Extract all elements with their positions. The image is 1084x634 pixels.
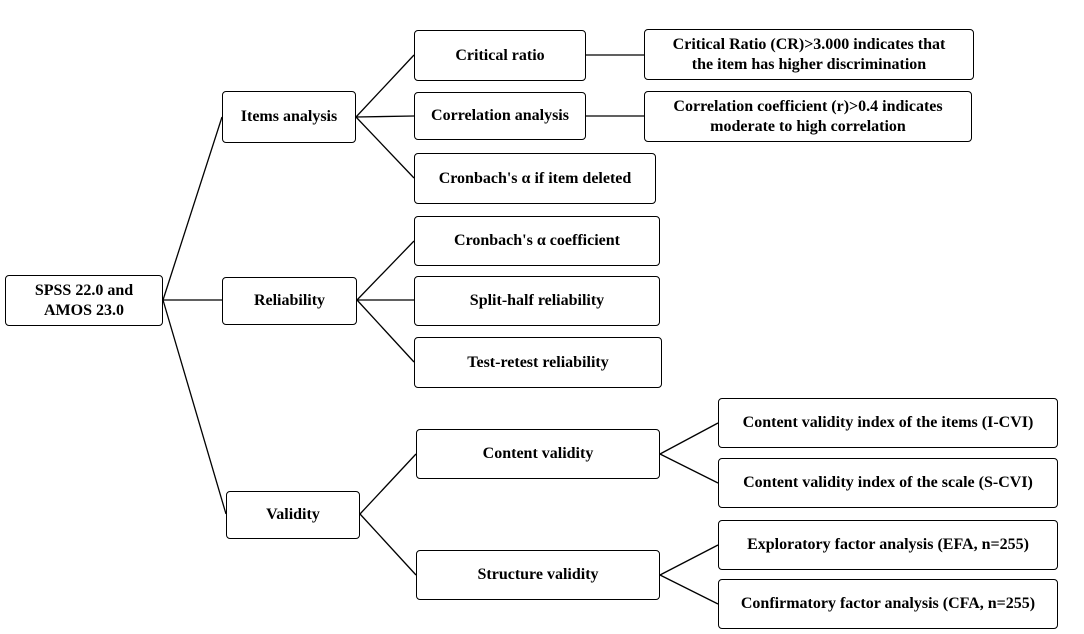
connector-rel-cronbach	[356, 240, 415, 301]
critical-ratio-label: Critical ratio	[455, 46, 545, 64]
structure-validity-node: Structure validity	[416, 550, 660, 600]
connector-val-structure	[359, 513, 417, 576]
test-retest-node: Test-retest reliability	[414, 337, 662, 388]
efa-node: Exploratory factor analysis (EFA, n=255)	[718, 520, 1058, 570]
cronbach-coefficient-label: Cronbach's α coefficient	[454, 232, 620, 249]
validity-label: Validity	[266, 506, 320, 523]
efa-label: Exploratory factor analysis (EFA, n=255)	[747, 536, 1029, 553]
cfa-node: Confirmatory factor analysis (CFA, n=255…	[718, 579, 1058, 629]
validity-node: Validity	[226, 491, 360, 539]
connector-val-content	[359, 453, 417, 515]
structure-validity-label: Structure validity	[477, 566, 599, 583]
connector-root-validity	[162, 299, 227, 515]
root-label-line2: AMOS 23.0	[43, 301, 124, 319]
cronbach-item-deleted-label: Cronbach's α if item deleted	[438, 169, 632, 187]
critical-ratio-note-line2: the item has higher discrimination	[691, 55, 927, 73]
reliability-node: Reliability	[222, 277, 357, 325]
critical-ratio-node: Critical ratio	[414, 30, 586, 81]
correlation-note-line1: Correlation coefficient (r)>0.4 indicate…	[673, 97, 943, 115]
connector-structure-efa	[659, 544, 719, 576]
split-half-label: Split-half reliability	[469, 292, 605, 309]
connector-items-critical	[355, 54, 415, 118]
connector-rel-retest	[356, 299, 415, 363]
connector-content-scvi	[659, 453, 719, 484]
connector-content-icvi	[659, 422, 719, 455]
connector-items-correlation	[355, 115, 415, 118]
scvi-label: Content validity index of the scale (S-C…	[743, 474, 1033, 491]
cfa-label: Confirmatory factor analysis (CFA, n=255…	[740, 595, 1036, 612]
items-analysis-node: Items analysis	[222, 91, 356, 143]
critical-ratio-note: Critical Ratio (CR)>3.000 indicates that…	[644, 29, 974, 80]
content-validity-label: Content validity	[482, 445, 594, 462]
reliability-label: Reliability	[253, 292, 326, 309]
connector-root-items	[162, 116, 223, 301]
correlation-analysis-label: Correlation analysis	[431, 107, 569, 124]
scvi-node: Content validity index of the scale (S-C…	[718, 458, 1058, 508]
correlation-analysis-node: Correlation analysis	[414, 92, 586, 140]
content-validity-node: Content validity	[416, 429, 660, 479]
correlation-note-line2: moderate to high correlation	[710, 117, 906, 135]
correlation-note: Correlation coefficient (r)>0.4 indicate…	[644, 91, 972, 142]
cronbach-item-deleted-node: Cronbach's α if item deleted	[414, 153, 656, 204]
critical-ratio-note-line1: Critical Ratio (CR)>3.000 indicates that	[672, 35, 946, 53]
connector-items-cronbach	[355, 116, 415, 179]
root-node: SPSS 22.0 and AMOS 23.0	[5, 275, 163, 326]
connector-structure-cfa	[659, 574, 719, 605]
items-analysis-label: Items analysis	[240, 108, 338, 125]
cronbach-coefficient-node: Cronbach's α coefficient	[414, 216, 660, 266]
icvi-label: Content validity index of the items (I-C…	[742, 414, 1034, 431]
test-retest-label: Test-retest reliability	[467, 353, 609, 371]
split-half-node: Split-half reliability	[414, 276, 660, 326]
root-label-line1: SPSS 22.0 and	[34, 281, 134, 299]
icvi-node: Content validity index of the items (I-C…	[718, 398, 1058, 448]
